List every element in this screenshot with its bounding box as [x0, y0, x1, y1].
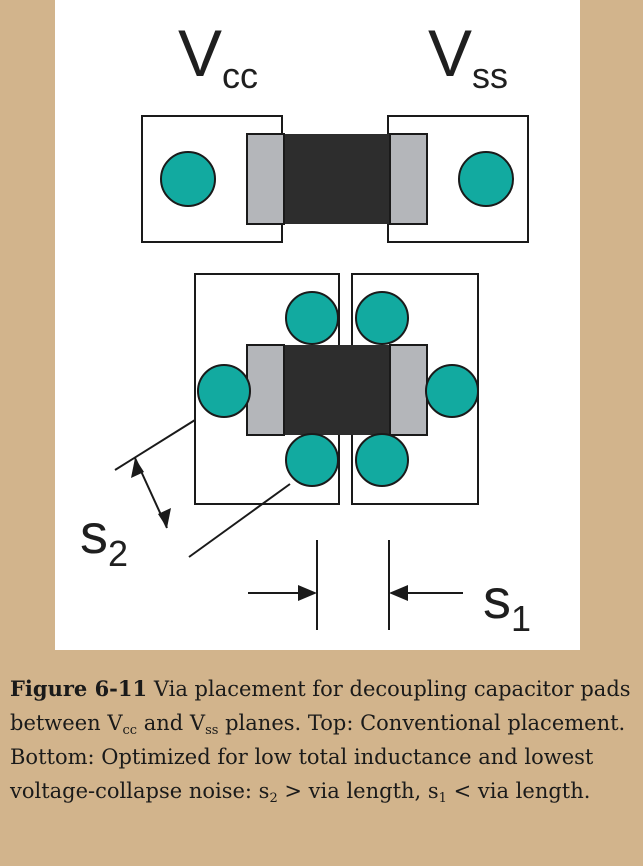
- caption-sub-1: 1: [438, 791, 447, 806]
- s2-arrowhead-top: [131, 458, 144, 478]
- s1-arrowhead-left: [298, 585, 317, 601]
- caption-sub-cc: cc: [122, 723, 138, 738]
- via-bottom-right: [355, 433, 409, 487]
- figure-number: Figure 6-11: [10, 676, 148, 701]
- via-left: [197, 364, 251, 418]
- capacitor-body: [284, 134, 390, 224]
- s2-dimension: [114, 419, 291, 558]
- s1-label: s1: [483, 567, 531, 639]
- capacitor-terminal-right-optimized: [389, 344, 428, 436]
- via-top-left: [285, 291, 339, 345]
- vcc-label: Vcc: [178, 16, 258, 96]
- figure-caption: Figure 6-11 Via placement for decoupling…: [10, 672, 635, 808]
- via-placement-diagram: Vcc Vss: [80, 16, 531, 639]
- caption-text-4: > via length, s: [277, 779, 439, 803]
- via-vcc: [160, 151, 216, 207]
- caption-text-5: < via length.: [446, 779, 591, 803]
- caption-text-2: and V: [137, 711, 206, 735]
- caption-sub-ss: ss: [205, 723, 219, 738]
- caption-sub-2: 2: [269, 791, 278, 806]
- s1-dimension: [248, 540, 463, 630]
- capacitor-terminal-left: [246, 133, 285, 225]
- s2-extension-line-lower: [188, 483, 291, 558]
- conventional-placement: [141, 115, 529, 243]
- via-top-right: [355, 291, 409, 345]
- via-bottom-left: [285, 433, 339, 487]
- diagram-panel: Vcc Vss: [55, 0, 580, 650]
- via-vss: [458, 151, 514, 207]
- s1-arrowhead-right: [389, 585, 408, 601]
- vss-label: Vss: [428, 16, 508, 96]
- via-right: [425, 364, 479, 418]
- s2-extension-line-upper: [114, 419, 196, 471]
- optimized-placement: [194, 273, 479, 505]
- s2-arrowhead-bottom: [158, 508, 171, 528]
- caption-text-3: planes. Top: Conventional placement. Bot…: [10, 711, 626, 803]
- caption-text-1: Via placement for decoupling capacitor p…: [10, 677, 631, 735]
- s2-label: s2: [80, 502, 128, 574]
- capacitor-terminal-left-optimized: [246, 344, 285, 436]
- capacitor-body-optimized: [284, 345, 390, 435]
- capacitor-terminal-right: [389, 133, 428, 225]
